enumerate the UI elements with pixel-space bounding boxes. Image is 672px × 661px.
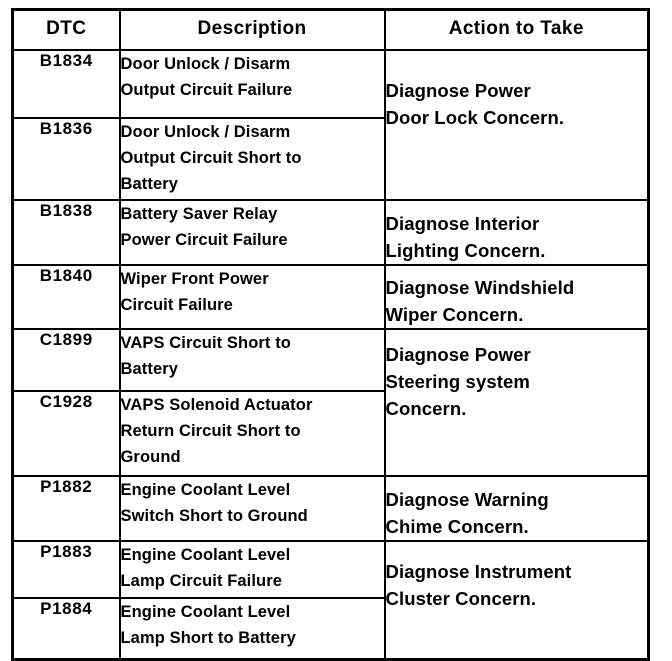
table-row: C1928 VAPS Solenoid Actuator Return Circ… (11, 390, 649, 477)
cell-dtc-code: C1928 (11, 390, 121, 477)
table-row: B1838 Battery Saver Relay Power Circuit … (11, 199, 650, 266)
description-line: Output Circuit Failure (120, 81, 293, 99)
table-body: B1834 Door Unlock / Disarm Output Circui… (11, 49, 650, 660)
description-line: Battery (120, 360, 179, 378)
description-line: Wiper Front Power (120, 270, 269, 288)
cell-description: VAPS Circuit Short to Battery (118, 328, 386, 392)
cell-description: Wiper Front Power Circuit Failure (118, 264, 386, 330)
cell-description: Battery Saver Relay Power Circuit Failur… (118, 199, 386, 266)
description-line: Power Circuit Failure (120, 231, 288, 249)
cell-action: Diagnose Interior Lighting Concern. (383, 199, 650, 266)
description-line: Battery (120, 175, 179, 193)
cell-dtc-code: B1836 (11, 117, 121, 201)
cell-description: Engine Coolant Level Lamp Short to Batte… (118, 597, 386, 660)
cell-description: Door Unlock / Disarm Output Circuit Fail… (118, 49, 386, 119)
cell-dtc-code: P1884 (11, 597, 121, 660)
cell-dtc-code: P1882 (11, 475, 121, 542)
description-line: Engine Coolant Level (120, 603, 291, 621)
description-line: VAPS Solenoid Actuator (120, 396, 313, 414)
cell-action: Diagnose Instrument Cluster Concern. (383, 540, 650, 660)
action-line: Lighting Concern. (385, 240, 546, 261)
description-line: Lamp Circuit Failure (120, 572, 283, 590)
action-line: Wiper Concern. (385, 304, 524, 325)
description-line: Switch Short to Ground (120, 507, 308, 525)
cell-action: Diagnose Power Steering system Concern. (383, 328, 650, 477)
action-line: Diagnose Instrument (385, 561, 572, 582)
cell-dtc-code: C1899 (11, 328, 121, 392)
cell-description: VAPS Solenoid Actuator Return Circuit Sh… (118, 390, 386, 477)
action-line: Diagnose Warning (385, 489, 549, 510)
description-line: Lamp Short to Battery (120, 629, 296, 647)
action-text: Diagnose Windshield Wiper Concern. (386, 266, 648, 328)
action-line: Diagnose Interior (385, 213, 540, 234)
column-header-description: Description (118, 8, 386, 51)
cell-action: Diagnose Power Door Lock Concern. (383, 49, 650, 201)
cell-action: Diagnose Windshield Wiper Concern. (383, 264, 650, 330)
cell-description: Engine Coolant Level Lamp Circuit Failur… (118, 540, 386, 599)
action-text: Diagnose Interior Lighting Concern. (386, 201, 648, 264)
table-row: P1884 Engine Coolant Level Lamp Short to… (11, 597, 649, 660)
table-row: C1899 VAPS Circuit Short to Battery Diag… (11, 328, 650, 477)
column-header-action: Action to Take (383, 8, 650, 51)
action-line: Diagnose Power (385, 80, 531, 101)
cell-dtc-code: B1840 (11, 264, 121, 330)
dtc-diagnostic-table: DTC Description Action to Take B1834 Doo… (11, 8, 650, 661)
table-header-row: DTC Description Action to Take (11, 8, 650, 51)
table-row: B1840 Wiper Front Power Circuit Failure … (11, 264, 650, 330)
table-row: B1836 Door Unlock / Disarm Output Circui… (11, 117, 649, 201)
action-line: Concern. (385, 398, 467, 419)
cell-description: Door Unlock / Disarm Output Circuit Shor… (118, 117, 386, 201)
description-line: Output Circuit Short to (120, 149, 302, 167)
action-text: Diagnose Instrument Cluster Concern. (386, 542, 648, 612)
action-text: Diagnose Power Steering system Concern. (386, 330, 648, 422)
table-row: B1834 Door Unlock / Disarm Output Circui… (11, 49, 650, 201)
table-row: P1883 Engine Coolant Level Lamp Circuit … (11, 540, 650, 660)
description-line: Return Circuit Short to (120, 422, 301, 440)
action-line: Diagnose Power (385, 344, 531, 365)
action-line: Diagnose Windshield (385, 277, 575, 298)
cell-action: Diagnose Warning Chime Concern. (383, 475, 650, 542)
description-line: Door Unlock / Disarm (120, 55, 291, 73)
action-line: Door Lock Concern. (385, 107, 565, 128)
description-line: Circuit Failure (120, 296, 233, 314)
description-line: Engine Coolant Level (120, 481, 291, 499)
action-line: Cluster Concern. (385, 588, 537, 609)
cell-dtc-code: P1883 (11, 540, 121, 599)
cell-dtc-code: B1838 (11, 199, 121, 266)
action-text: Diagnose Power Door Lock Concern. (386, 51, 648, 131)
description-line: Battery Saver Relay (120, 205, 278, 223)
column-header-dtc: DTC (11, 8, 121, 51)
description-line: Engine Coolant Level (120, 546, 291, 564)
description-line: Ground (120, 448, 181, 466)
action-line: Steering system (385, 371, 530, 392)
description-line: Door Unlock / Disarm (120, 123, 291, 141)
cell-description: Engine Coolant Level Switch Short to Gro… (118, 475, 386, 542)
action-text: Diagnose Warning Chime Concern. (386, 477, 648, 540)
table-row: P1882 Engine Coolant Level Switch Short … (11, 475, 650, 542)
cell-dtc-code: B1834 (11, 49, 121, 119)
description-line: VAPS Circuit Short to (120, 334, 291, 352)
action-line: Chime Concern. (385, 516, 529, 537)
